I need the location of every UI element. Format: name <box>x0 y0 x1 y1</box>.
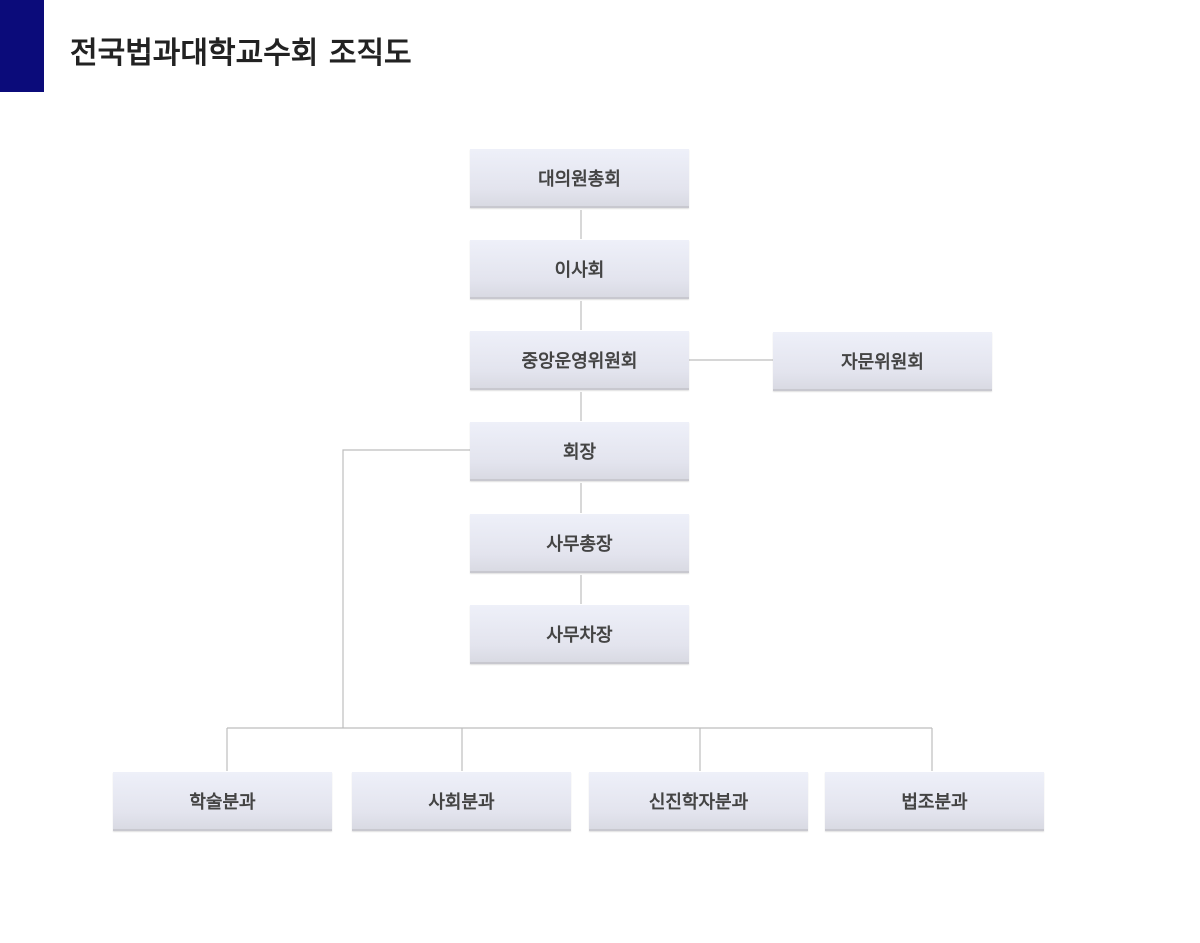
node-label: 회장 <box>562 441 597 463</box>
node-social-division: 사회분과 <box>352 772 571 831</box>
node-label: 사무차장 <box>546 624 613 646</box>
node-board: 이사회 <box>470 240 689 299</box>
node-label: 대의원총회 <box>538 168 621 190</box>
node-general-assembly: 대의원총회 <box>470 149 689 208</box>
node-legal-division: 법조분과 <box>825 772 1044 831</box>
node-label: 신진학자분과 <box>648 791 749 813</box>
node-young-scholar-division: 신진학자분과 <box>589 772 808 831</box>
node-label: 사무총장 <box>546 533 613 555</box>
connector-president-divisions <box>342 449 470 728</box>
node-label: 중앙운영위원회 <box>521 350 638 372</box>
node-secretary-general: 사무총장 <box>470 514 689 573</box>
node-president: 회장 <box>470 422 689 481</box>
page-title: 전국법과대학교수회 조직도 <box>70 36 412 71</box>
accent-bar <box>0 0 44 92</box>
node-academic-division: 학술분과 <box>113 772 332 831</box>
node-label: 자문위원회 <box>841 351 924 373</box>
node-label: 법조분과 <box>901 791 968 813</box>
node-label: 사회분과 <box>428 791 495 813</box>
node-central-committee: 중앙운영위원회 <box>470 331 689 390</box>
node-advisory-committee: 자문위원회 <box>773 332 992 391</box>
node-label: 학술분과 <box>189 791 256 813</box>
node-deputy-secretary: 사무차장 <box>470 605 689 664</box>
node-label: 이사회 <box>554 259 605 281</box>
